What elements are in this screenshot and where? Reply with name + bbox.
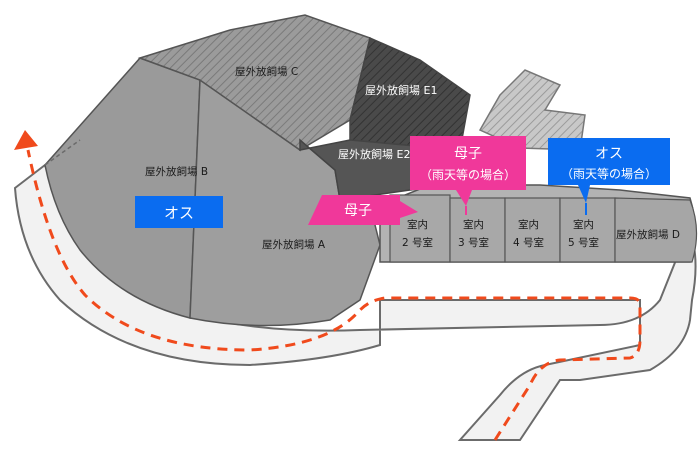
- label-outdoor-b: 屋外放飼場 B: [145, 165, 208, 178]
- visitor-route: [26, 149, 642, 441]
- male-rain-title: オス: [595, 146, 623, 162]
- room-5-line2: 5 号室: [568, 236, 599, 249]
- room-4-line2: 4 号室: [513, 236, 544, 249]
- room-4-line1: 室内: [518, 218, 539, 231]
- indoor-room-5: [559, 197, 616, 263]
- room-5-line1: 室内: [573, 218, 594, 231]
- mother-child-tag-label: 母子: [344, 203, 372, 219]
- mother-child-rain-tag: [410, 136, 526, 206]
- room-3-line1: 室内: [463, 218, 484, 231]
- male-tag: [135, 196, 223, 228]
- outdoor-enclosure-b: [44, 57, 201, 319]
- mother-child-tag: [308, 195, 418, 225]
- room-2-line1: 室内: [407, 218, 428, 231]
- male-rain-tag: [548, 138, 670, 203]
- indoor-room-3: [449, 197, 506, 263]
- walkway-exit-line: [44, 139, 81, 166]
- label-outdoor-e2: 屋外放飼場 E2: [338, 147, 410, 161]
- route-arrow-icon: [14, 130, 38, 150]
- male-rain-sub: （雨天等の場合）: [561, 166, 657, 181]
- room-2-line2: 2 号室: [402, 236, 433, 249]
- room-3-line2: 3 号室: [458, 236, 489, 249]
- indoor-room-4: [504, 197, 561, 263]
- male-tag-label: オス: [164, 204, 194, 222]
- indoor-room-2: [389, 194, 451, 263]
- label-outdoor-e1: 屋外放飼場 E1: [365, 83, 437, 97]
- outdoor-enclosure-d: [614, 197, 698, 263]
- label-outdoor-a: 屋外放飼場 A: [262, 238, 326, 251]
- label-outdoor-d: 屋外放飼場 D: [616, 228, 680, 241]
- mother-child-rain-sub: （雨天等の場合）: [420, 167, 516, 182]
- label-outdoor-c: 屋外放飼場 C: [235, 65, 298, 78]
- mother-child-rain-title: 母子: [454, 146, 482, 162]
